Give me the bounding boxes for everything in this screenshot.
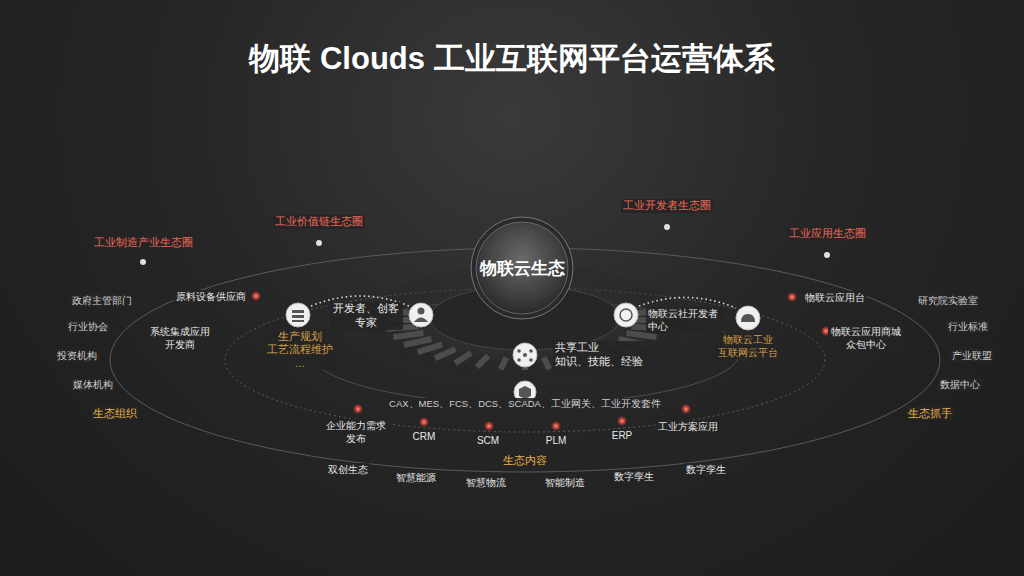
ecosystem-label: 物联云社开发者 中心 — [646, 307, 723, 333]
disk-segment — [435, 349, 456, 358]
disk-segment — [455, 353, 471, 363]
ecosystem-label: 投资机构 — [55, 349, 99, 362]
ecosystem-label: 数字孪生 — [612, 470, 656, 483]
ecosystem-label: CRM — [411, 430, 438, 443]
disk-segment — [393, 333, 423, 337]
ecosystem-label: 产业联盟 — [950, 349, 994, 362]
ecosystem-label: 工业开发者生态圈 — [621, 199, 713, 213]
ecosystem-label: 共享工业 知识、技能、经验 — [553, 341, 648, 368]
ecosystem-label: 媒体机构 — [71, 378, 115, 391]
ecosystem-label: 智能制造 — [543, 476, 587, 489]
ecosystem-label: 开发者、创客 专家 — [330, 302, 403, 329]
ecosystem-label: 工业制造产业生态圈 — [92, 236, 195, 250]
ecosystem-label: ERP — [610, 429, 635, 442]
ecosystem-label: 工业价值链生态圈 — [273, 215, 365, 229]
ecosystem-label: 行业协会 — [66, 320, 110, 333]
ecosystem-label: SCM — [475, 434, 501, 447]
ecosystem-label: 系统集成应用 开发商 — [147, 325, 214, 351]
ecosystem-label: 物联云工业 互联网云平台 — [715, 333, 782, 359]
ecosystem-label: 企业能力需求 发布 — [323, 419, 390, 445]
disk-segment — [544, 357, 550, 369]
ecosystem-label: 政府主管部门 — [70, 294, 134, 307]
ecosystem-label: 工业方案应用 — [656, 420, 720, 433]
core-label: 物联云生态 — [470, 257, 574, 280]
ecosystem-label: CAX、MES、FCS、DCS、SCADA、工业网关、工业开发套件 — [387, 398, 663, 410]
ecosystem-label: 行业标准 — [946, 320, 990, 333]
ecosystem-label: 物联云应用台 — [803, 291, 867, 304]
ecosystem-label: 生态组织 — [91, 406, 139, 420]
ecosystem-label: 生态抓手 — [906, 406, 954, 420]
ecosystem-label: 原料设备供应商 — [174, 290, 248, 303]
ecosystem-label: 双创生态 — [326, 463, 370, 476]
disk-segment — [418, 344, 443, 352]
ecosystem-label: 数字孪生 — [684, 463, 728, 476]
ecosystem-label: 智慧能源 — [394, 471, 438, 484]
ecosystem-label: 智慧物流 — [464, 476, 508, 489]
ecosystem-label: PLM — [544, 434, 569, 447]
ecosystem-label: 研究院实验室 — [916, 294, 980, 307]
ecosystem-core: 物联云生态 — [470, 216, 574, 320]
page-title: 物联 Clouds 工业互联网平台运营体系 — [0, 38, 1024, 80]
ecosystem-label: 物联云应用商城 众包中心 — [828, 325, 905, 351]
disk-segment — [477, 356, 488, 367]
ecosystem-label: 数据中心 — [938, 378, 982, 391]
disk-segment — [626, 333, 656, 337]
disk-segment — [501, 357, 507, 369]
ecosystem-label: 生产规划 工艺流程维护 … — [264, 330, 337, 371]
ecosystem-label: 生态内容 — [501, 453, 549, 467]
disk-segment — [404, 339, 432, 345]
ecosystem-label: 工业应用生态圈 — [787, 227, 868, 241]
